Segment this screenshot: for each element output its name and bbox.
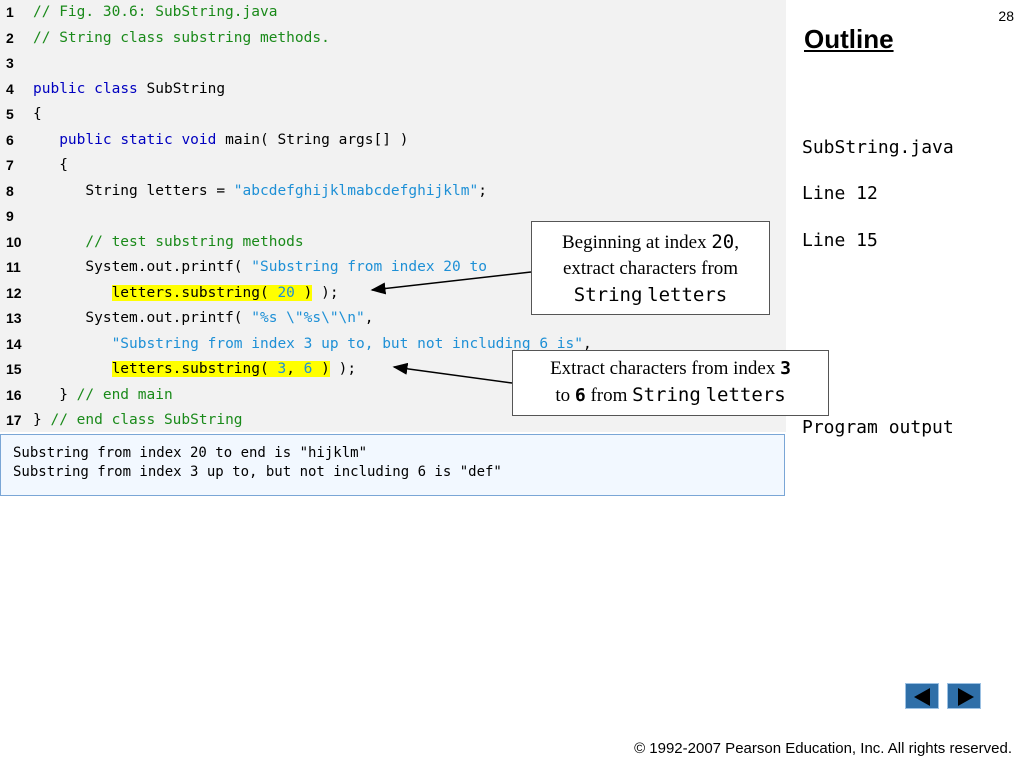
line-number: 11: [6, 259, 21, 275]
code-token: public: [59, 131, 112, 148]
outline-item-line-15: Line 15: [802, 230, 878, 251]
code-token: "abcdefghijklmabcdefghijklm": [233, 182, 479, 199]
code-text: } // end main: [33, 383, 173, 408]
code-token: // end class SubString: [50, 412, 243, 428]
callout-2-line-2: to 6 from String letters: [555, 384, 786, 406]
line-number: 17: [6, 412, 22, 428]
code-token: {: [33, 157, 68, 173]
code-text: public static void main( String args[] ): [33, 128, 408, 153]
code-token: [33, 336, 112, 352]
code-token: letters.substring(: [111, 361, 278, 377]
code-text: String letters = "abcdefghijklmabcdefghi…: [33, 179, 487, 204]
code-token: 6: [303, 361, 313, 377]
line-number: 12: [6, 284, 22, 301]
code-token: [33, 234, 85, 250]
code-text: letters.substring( 20 ) );: [33, 281, 339, 306]
code-token: System.out.printf(: [33, 259, 252, 275]
callout-line-15: Extract characters from index 3 to 6 fro…: [512, 350, 829, 416]
line-number: 5: [6, 106, 14, 122]
code-token: ): [294, 284, 313, 301]
code-token: }: [33, 386, 77, 403]
code-token: ): [312, 361, 330, 377]
code-token: public: [33, 80, 86, 97]
code-text: "Substring from index 3 up to, but not i…: [33, 332, 592, 357]
prev-slide-button[interactable]: [905, 683, 939, 709]
line-number: 10: [6, 233, 22, 250]
line-number: 6: [6, 131, 14, 148]
code-token: SubString: [137, 80, 226, 97]
line-number: 14: [6, 335, 22, 352]
code-token: );: [329, 361, 357, 377]
output-line-1: Substring from index 20 to end is "hijkl…: [13, 445, 368, 461]
outline-item-program-output: Program output: [802, 417, 954, 438]
code-token: [33, 361, 112, 377]
code-token: [33, 132, 59, 148]
line-number: 2: [6, 29, 14, 46]
code-token: );: [312, 284, 339, 301]
code-text: letters.substring( 3, 6 ) );: [33, 357, 356, 382]
line-number: 1: [6, 4, 14, 20]
line-number: 3: [6, 55, 14, 71]
line-number: 4: [6, 80, 14, 97]
line-number: 16: [6, 386, 22, 403]
page-number: 28: [998, 8, 1014, 24]
code-text: // String class substring methods.: [33, 26, 330, 51]
line-number: 13: [6, 310, 22, 326]
code-token: {: [33, 106, 42, 122]
code-token: ,: [286, 361, 304, 377]
output-line-2: Substring from index 3 up to, but not in…: [13, 464, 502, 480]
callout-line-12: Beginning at index 20, extract character…: [531, 221, 770, 315]
code-text: public class SubString: [33, 77, 225, 102]
copyright-notice: © 1992-2007 Pearson Education, Inc. All …: [634, 740, 1012, 757]
line-number: 8: [6, 182, 14, 199]
triangle-right-icon: [958, 688, 974, 706]
code-token: 20: [277, 284, 295, 301]
code-token: 3: [277, 361, 287, 377]
outline-title: Outline: [804, 24, 894, 54]
code-token: }: [33, 412, 51, 428]
program-output-panel: Substring from index 20 to end is "hijkl…: [0, 434, 785, 496]
line-number: 15: [6, 361, 22, 377]
code-token: // test substring methods: [85, 233, 304, 250]
code-text: // test substring methods: [33, 230, 304, 255]
code-token: "Substring from index 20 to: [251, 259, 487, 275]
code-token: // String class substring methods.: [33, 29, 330, 46]
code-token: [33, 285, 112, 301]
code-text: {: [33, 153, 68, 178]
code-token: class: [94, 80, 138, 97]
code-token: main( String args[] ): [216, 131, 409, 148]
code-text: System.out.printf( "Substring from index…: [33, 255, 487, 280]
callout-1-line-2: extract characters from: [562, 258, 739, 279]
code-token: void: [181, 131, 217, 148]
code-token: "%s \"%s\"\n": [251, 310, 365, 326]
code-token: [85, 81, 94, 97]
code-token: System.out.printf(: [33, 310, 252, 326]
triangle-left-icon: [914, 688, 930, 706]
code-token: ,: [582, 335, 592, 352]
next-slide-button[interactable]: [947, 683, 981, 709]
code-token: // Fig. 30.6: SubString.java: [33, 4, 278, 20]
code-token: // end main: [76, 386, 173, 403]
code-text: {: [33, 102, 42, 127]
callout-1-line-1: Beginning at index 20,: [562, 231, 739, 253]
outline-item-line-12: Line 12: [802, 183, 878, 204]
code-text: System.out.printf( "%s \"%s\"\n",: [33, 306, 373, 331]
code-token: String letters =: [33, 182, 234, 199]
code-text: } // end class SubString: [33, 408, 243, 433]
code-token: ;: [478, 182, 487, 199]
line-number: 9: [6, 208, 14, 224]
callout-2-line-1: Extract characters from index 3: [550, 358, 791, 379]
code-token: ,: [364, 310, 374, 326]
code-text: // Fig. 30.6: SubString.java: [33, 0, 277, 25]
code-listing: 1 // Fig. 30.6: SubString.java 2 // String …: [0, 0, 786, 432]
code-token: static: [120, 131, 173, 148]
callout-1-line-3: String letters: [573, 284, 728, 306]
code-token: "Substring from index 3 up to, but not i…: [111, 335, 583, 352]
outline-item-file: SubString.java: [802, 137, 954, 158]
line-number: 7: [6, 157, 14, 173]
code-token: letters.substring(: [111, 284, 278, 301]
